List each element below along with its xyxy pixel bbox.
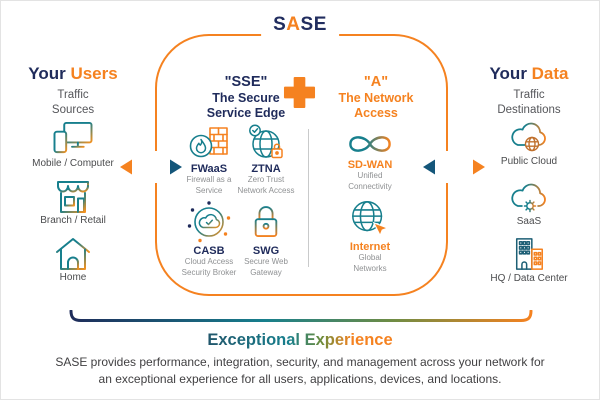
desc-line: Secure Web [244, 257, 288, 266]
infinity-icon [341, 130, 399, 158]
desc-line: Global [358, 253, 382, 262]
left-panel-heading: Your Users [13, 64, 133, 84]
desc-line: Security Broker [181, 267, 237, 277]
padlock-icon [251, 203, 281, 241]
subheading-line: Destinations [497, 103, 561, 116]
cloud-gear-icon [506, 178, 552, 216]
heading-your: Your [28, 64, 71, 83]
service-abbr: ZTNA [251, 163, 281, 175]
item-label: SaaS [516, 216, 542, 227]
gradient-bracket [69, 310, 533, 324]
desc-line: Unified [357, 171, 383, 180]
plus-icon [283, 76, 316, 109]
title-part: S [273, 14, 287, 35]
item-label: HQ / Data Center [490, 273, 568, 284]
subheading-line: Traffic [513, 89, 545, 101]
service-desc: Secure Web Gateway [231, 257, 301, 278]
a-subtitle-line: The Network [338, 91, 414, 106]
mobile-computer-icon [51, 121, 95, 158]
globe-lock-icon [245, 124, 287, 162]
footer-body-line: an exceptional experience for all users,… [98, 372, 502, 386]
globe-cursor-icon [349, 198, 391, 240]
service-abbr: SWG [252, 245, 280, 257]
storefront-icon [53, 179, 93, 215]
bidirectional-arrow-right [422, 155, 486, 179]
desc-line: Networks [353, 263, 387, 273]
desc-line: Zero Trust [247, 175, 285, 184]
footer-heading: Exceptional Experience [207, 331, 393, 349]
subheading-line: Sources [51, 103, 95, 116]
service-abbr: CASB [193, 245, 225, 257]
a-header: "A" The Network Access [316, 73, 436, 121]
heading-users: Users [70, 64, 118, 83]
service-abbr: SD-WAN [347, 159, 393, 171]
buildings-icon [511, 237, 547, 271]
footer-heading-wrap: Exceptional Experience [1, 331, 599, 350]
item-label: Mobile / Computer [32, 158, 114, 169]
left-panel-subheading: Traffic Sources [13, 88, 133, 118]
cloud-check-icon [186, 200, 232, 244]
title-accent: A [286, 14, 301, 35]
right-panel-subheading: Traffic Destinations [469, 88, 589, 118]
desc-line: Gateway [250, 267, 282, 277]
subheading-line: Traffic [57, 89, 89, 101]
desc-line: Firewall as a [186, 175, 232, 184]
service-desc: Unified Connectivity [335, 171, 405, 192]
desc-line: Connectivity [348, 181, 392, 191]
service-desc: Firewall as a Service [174, 175, 244, 196]
right-panel-heading: Your Data [469, 64, 589, 84]
service-abbr: FWaaS [190, 163, 228, 175]
service-desc: Cloud Access Security Broker [174, 257, 244, 278]
desc-line: Network Access [237, 185, 295, 195]
sse-header: "SSE" The Secure Service Edge [186, 73, 306, 121]
footer-body: SASE provides performance, integration, … [1, 354, 599, 388]
sse-title: "SSE" [224, 74, 268, 90]
service-abbr: Internet [349, 241, 391, 253]
desc-line: Cloud Access [184, 257, 234, 266]
diagram-title: SASE [261, 14, 339, 36]
service-desc: Global Networks [335, 253, 405, 274]
item-label: Branch / Retail [40, 215, 106, 226]
desc-line: Service [195, 185, 223, 195]
footer-body-line: SASE provides performance, integration, … [55, 355, 545, 369]
title-part: SE [300, 14, 327, 35]
service-desc: Zero Trust Network Access [231, 175, 301, 196]
heading-your: Your [489, 64, 532, 83]
item-label: Public Cloud [500, 156, 558, 167]
firewall-icon [188, 125, 230, 161]
sse-subtitle-line: The Secure [212, 91, 280, 106]
home-icon [54, 237, 92, 271]
item-label: Home [59, 272, 87, 283]
a-title: "A" [363, 74, 389, 90]
vertical-divider [308, 129, 309, 267]
heading-data: Data [531, 64, 569, 83]
a-subtitle-line: Access [354, 105, 398, 120]
sse-subtitle-line: Service Edge [206, 105, 286, 120]
bidirectional-arrow-left [119, 155, 183, 179]
cloud-globe-icon [506, 117, 552, 155]
